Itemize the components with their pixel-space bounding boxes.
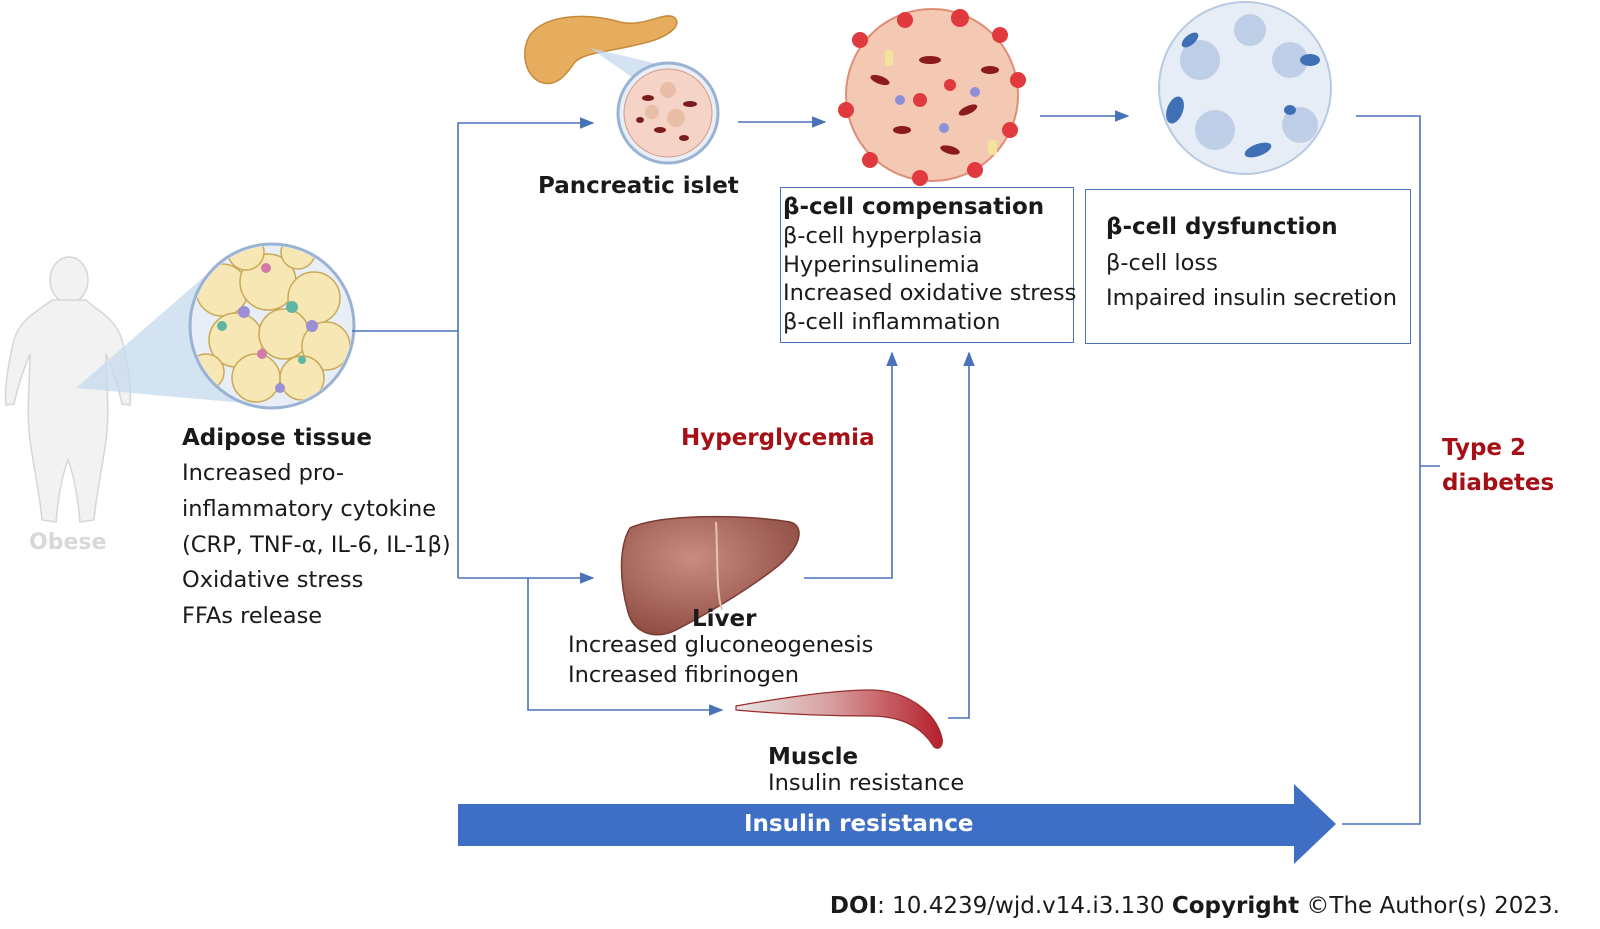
pancreatic-islet-icon [616, 61, 720, 165]
liver-line: Increased fibrinogen [568, 662, 800, 688]
adipose-title: Adipose tissue [182, 425, 372, 451]
doi-footer: DOI: 10.4239/wjd.v14.i3.130 Copyright ©T… [830, 893, 1560, 919]
beta-cell-compensation-box: β-cell compensation β-cell hyperplasia H… [780, 187, 1077, 343]
adipose-line: (CRP, TNF-α, IL-6, IL-1β) [182, 532, 451, 558]
hyperglycemia-label: Hyperglycemia [681, 425, 875, 451]
pancreatic-islet-label: Pancreatic islet [538, 173, 739, 199]
insulin-resistance-arrow-label: Insulin resistance [744, 811, 974, 837]
copyright-value: ©The Author(s) 2023. [1299, 893, 1560, 919]
dysfunctional-islet-icon [1158, 1, 1332, 175]
beta-cell-dysfunction-box: β-cell dysfunction β-cell loss Impaired … [1085, 189, 1411, 344]
doi-value: : 10.4239/wjd.v14.i3.130 [877, 893, 1172, 919]
compensation-title: β-cell compensation [783, 194, 1045, 220]
compensation-line: Increased oxidative stress [783, 280, 1077, 306]
pancreas-icon [524, 15, 678, 85]
doi-label: DOI [829, 893, 878, 919]
muscle-line: Insulin resistance [768, 770, 965, 796]
type2-diabetes-label: Type 2 [1442, 435, 1527, 461]
adipose-line: FFAs release [182, 603, 323, 629]
adipose-line: Oxidative stress [182, 567, 364, 593]
obese-person-icon [4, 256, 132, 523]
copyright-label: Copyright [1171, 893, 1300, 919]
liver-icon [620, 515, 800, 636]
obese-label: Obese [29, 530, 107, 555]
dysfunction-line: Impaired insulin secretion [1106, 285, 1397, 311]
muscle-title: Muscle [768, 744, 859, 770]
compensated-islet-icon [838, 8, 1026, 186]
compensation-line: β-cell inflammation [783, 308, 1001, 335]
dysfunction-title: β-cell dysfunction [1106, 214, 1338, 240]
dysfunction-line: β-cell loss [1106, 250, 1218, 276]
liver-line: Increased gluconeogenesis [568, 632, 874, 658]
liver-title: Liver [692, 606, 757, 632]
muscle-icon [735, 689, 943, 749]
type2-diabetes-label: diabetes [1442, 470, 1555, 496]
connector-lines [352, 110, 1440, 825]
compensation-line: Hyperinsulinemia [783, 251, 980, 278]
adipose-line: Increased pro- [182, 460, 344, 486]
compensation-line: β-cell hyperplasia [783, 223, 983, 249]
adipose-tissue-icon [188, 242, 356, 410]
insulin-resistance-arrow [458, 784, 1336, 864]
adipose-line: inflammatory cytokine [182, 496, 437, 522]
